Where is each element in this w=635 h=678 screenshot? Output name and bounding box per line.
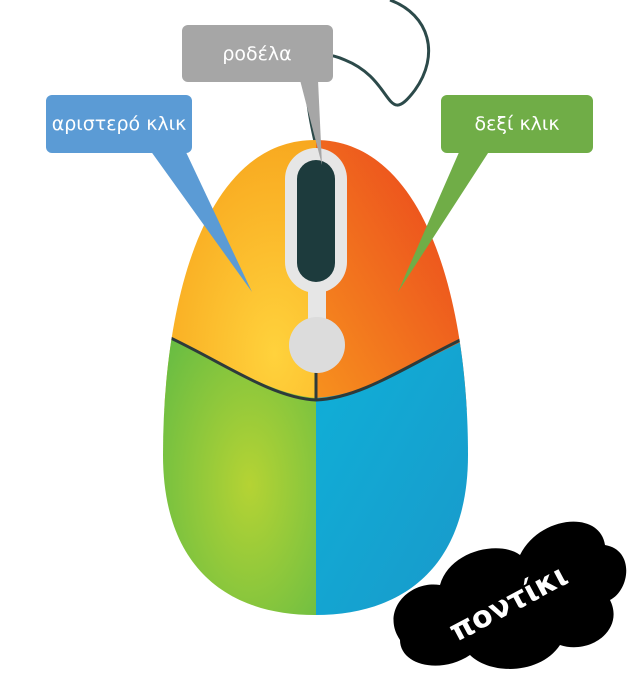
scroll-wheel-callout: ροδέλα bbox=[182, 25, 333, 165]
scroll-wheel-label: ροδέλα bbox=[222, 43, 291, 65]
scroll-wheel[interactable] bbox=[285, 148, 347, 373]
left-click-label: αριστερό κλικ bbox=[52, 113, 187, 135]
right-click-callout: δεξί κλικ bbox=[398, 95, 593, 292]
left-click-callout: αριστερό κλικ bbox=[46, 95, 252, 292]
mouse-title-cloud: ποντίκι bbox=[393, 521, 627, 669]
right-click-label: δεξί κλικ bbox=[474, 113, 559, 135]
